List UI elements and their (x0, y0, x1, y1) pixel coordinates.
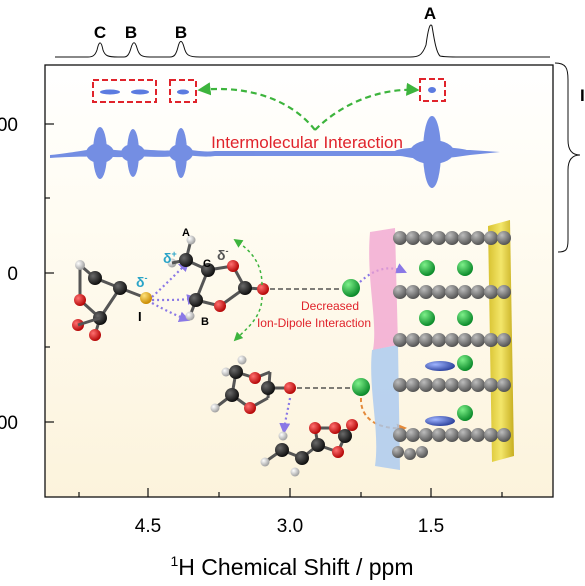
y-tick-1: 00 (0, 115, 18, 136)
delta-minus-2-symbol: δ (217, 247, 226, 263)
delta-minus-1: δ- (136, 273, 148, 290)
plot-frame (44, 64, 554, 498)
intermolecular-arrows (197, 82, 420, 131)
x-tick-4-5: 4.5 (135, 516, 161, 537)
x-axis-title-text: H Chemical Shift / ppm (178, 554, 413, 580)
graphite-rows (392, 231, 511, 460)
peak-label-b-2: B (175, 23, 187, 42)
label-i: I (138, 309, 142, 324)
intermolecular-label: Intermolecular Interaction (211, 133, 403, 152)
cross-peaks (100, 87, 436, 95)
x-axis-title-superscript: 1 (171, 553, 179, 569)
label-a-molecule: A (182, 227, 190, 239)
cross-peak-boxes (92, 78, 446, 103)
x-tick-1-5: 1.5 (418, 516, 444, 537)
li-ion-1 (342, 279, 360, 297)
y-tick-3: 00 (0, 413, 18, 434)
delta-minus-1-sign: - (145, 273, 148, 283)
bottom-molecule-2 (260, 419, 358, 477)
x-axis-title: 1H Chemical Shift / ppm (171, 553, 414, 580)
peak-label-a: A (424, 4, 436, 23)
x-tick-3-0: 3.0 (277, 516, 303, 537)
delta-plus: δ+ (163, 249, 177, 266)
label-b-molecule: B (201, 316, 209, 328)
delta-plus-symbol: δ (163, 250, 172, 266)
dipole-arrow-bottom (279, 397, 292, 435)
ion-dipole-arrows (233, 239, 263, 342)
right-brace (554, 62, 581, 253)
delta-minus-2: δ- (217, 246, 229, 263)
li-to-layer-arrow-2 (359, 397, 407, 434)
delta-plus-sign: + (172, 249, 177, 259)
diagonal-signals (50, 116, 500, 188)
y-axis-ticks (45, 123, 54, 423)
li-ion-2 (352, 378, 370, 396)
intercalated-solvent (425, 361, 455, 426)
y-tick-2: 0 (7, 264, 18, 285)
x-axis-ticks (78, 488, 503, 497)
decreased-label-1: Decreased (301, 299, 359, 313)
delta-minus-1-symbol: δ (136, 274, 145, 290)
label-c-molecule: C (203, 258, 211, 270)
bracket-label: I (580, 86, 585, 105)
peak-label-c: C (94, 23, 106, 42)
left-molecule (72, 260, 152, 341)
center-molecule (167, 235, 269, 321)
top-1d-spectrum (55, 24, 550, 58)
decreased-label-2: Ion-Dipole Interaction (257, 316, 371, 330)
bottom-molecule-1 (210, 355, 296, 414)
intercalated-li-ions (419, 260, 473, 421)
peak-label-b-1: B (125, 23, 137, 42)
delta-minus-2-sign: - (226, 246, 229, 256)
interface-layers (369, 220, 514, 470)
